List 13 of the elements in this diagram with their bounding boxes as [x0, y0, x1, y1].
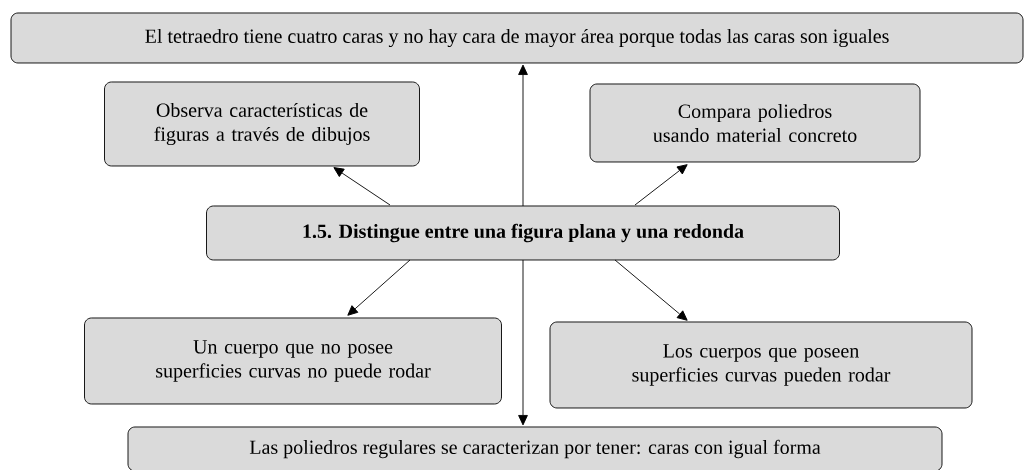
concept-box: Compara poliedros usando material concreto [589, 83, 921, 163]
arrow [347, 259, 411, 316]
concept-box: Los cuerpos que poseen superficies curvas pueden rodar [549, 321, 973, 409]
arrow [634, 164, 688, 206]
concept-box: Las poliedros regulares se caracterizan por tener: caras con igual forma [127, 426, 943, 470]
concept-box: Un cuerpo que no posee superficies curvas no puede rodar [84, 317, 502, 405]
arrow [518, 259, 528, 426]
arrow [333, 167, 391, 206]
arrow [518, 64, 528, 207]
concept-box: El tetraedro tiene cuatro caras y no hay cara de mayor área porque todas las caras son iguales [10, 12, 1024, 64]
arrow [614, 259, 688, 321]
concept-box: 1.5. Distingue entre una figura plana y una redonda [206, 205, 840, 261]
concept-box: Observa características de figuras a través de dibujos [104, 81, 420, 167]
